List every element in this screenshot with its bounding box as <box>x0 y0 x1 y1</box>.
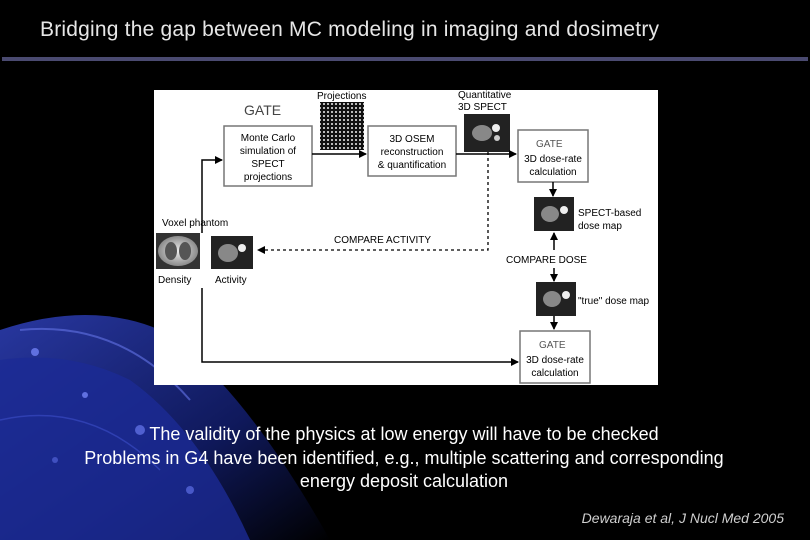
density-label: Density <box>158 275 191 286</box>
body-text: The validity of the physics at low energ… <box>0 423 808 494</box>
svg-text:3D dose-rate: 3D dose-rate <box>526 355 584 366</box>
compare-activity-dashed <box>257 152 489 254</box>
svg-text:& quantification: & quantification <box>378 160 446 171</box>
body-line-1: The validity of the physics at low energ… <box>149 424 659 444</box>
slide-title: Bridging the gap between MC modeling in … <box>40 18 660 41</box>
true-dose-label: "true" dose map <box>578 296 649 307</box>
activity-image <box>211 236 253 269</box>
svg-text:reconstruction: reconstruction <box>381 147 444 158</box>
osem-box: 3D OSEM reconstruction & quantification <box>367 125 457 177</box>
body-line-3: energy deposit calculation <box>299 471 509 491</box>
density-image <box>156 233 200 269</box>
svg-text:SPECT: SPECT <box>251 159 284 170</box>
spect-dose-label-1: SPECT-based <box>578 208 641 219</box>
title-underline <box>2 57 808 61</box>
projections-image <box>320 102 364 150</box>
gate-label-top: GATE <box>244 102 281 118</box>
svg-text:GATE: GATE <box>536 139 563 150</box>
dose-rate-box-1: GATE 3D dose-rate calculation <box>517 129 589 183</box>
workflow-arrows <box>201 150 558 366</box>
quant-spect-label-2: 3D SPECT <box>458 102 507 113</box>
dose-rate-box-2: GATE 3D dose-rate calculation <box>519 330 591 384</box>
body-line-2: Problems in G4 have been identified, e.g… <box>84 447 724 468</box>
workflow-figure: GATE Monte Carlo simulation of SPECT pro… <box>154 90 658 385</box>
spect-image <box>464 114 510 152</box>
svg-text:calculation: calculation <box>531 368 578 379</box>
quant-spect-label-1: Quantitative <box>458 90 512 101</box>
svg-text:simulation of: simulation of <box>240 146 296 157</box>
compare-activity-label: COMPARE ACTIVITY <box>334 235 431 246</box>
svg-text:Monte Carlo: Monte Carlo <box>241 133 296 144</box>
svg-text:3D dose-rate: 3D dose-rate <box>524 154 582 165</box>
true-dose-map-image <box>536 282 576 316</box>
monte-carlo-box: Monte Carlo simulation of SPECT projecti… <box>223 125 313 187</box>
compare-dose-label: COMPARE DOSE <box>506 255 587 266</box>
svg-text:calculation: calculation <box>529 167 576 178</box>
svg-text:projections: projections <box>244 172 292 183</box>
svg-text:GATE: GATE <box>539 340 566 351</box>
activity-label: Activity <box>215 275 247 286</box>
svg-text:3D OSEM: 3D OSEM <box>389 134 434 145</box>
spect-dose-label-2: dose map <box>578 221 622 232</box>
citation: Dewaraja et al, J Nucl Med 2005 <box>581 510 784 526</box>
voxel-phantom-label: Voxel phantom <box>162 218 228 229</box>
projections-label: Projections <box>317 91 366 102</box>
spect-dose-map-image <box>534 197 574 231</box>
